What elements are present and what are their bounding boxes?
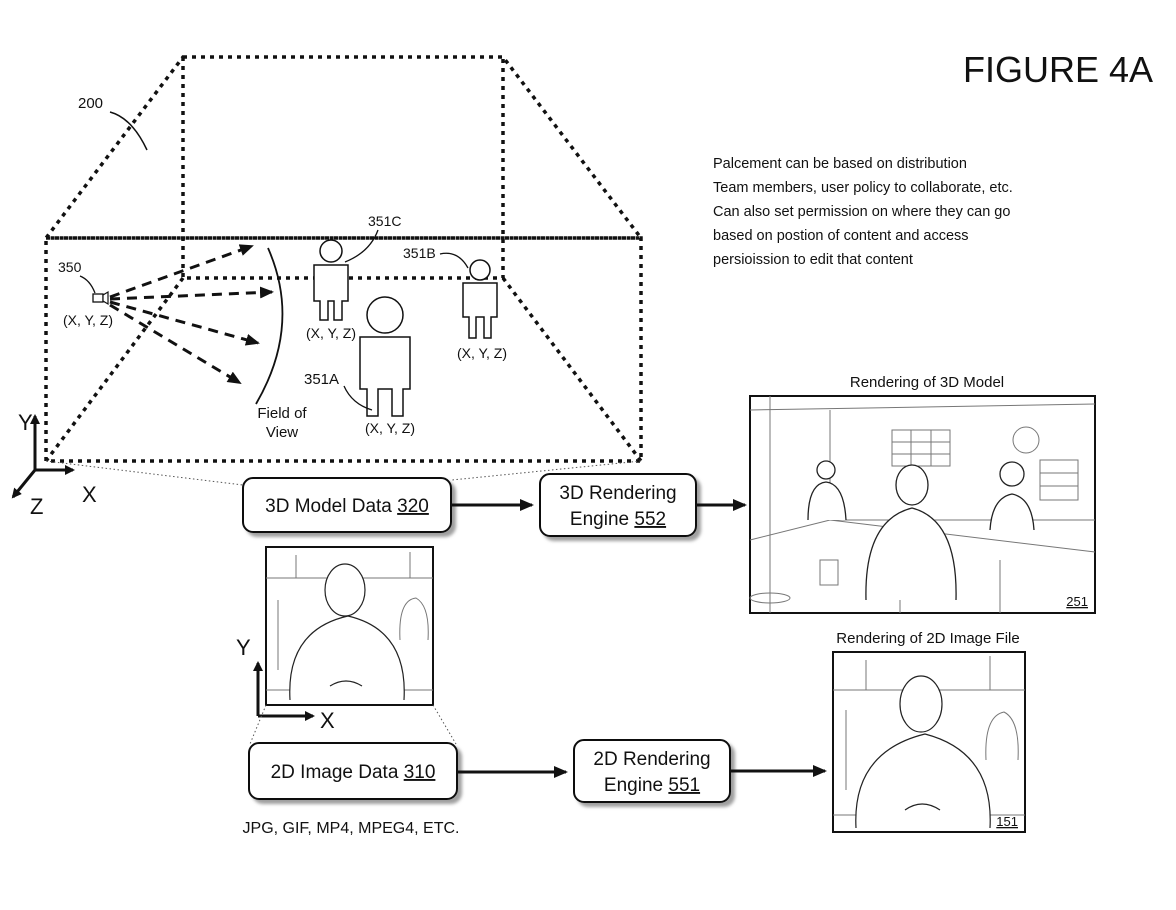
person-351a-leader [343,385,373,411]
render-2d-engine-box: 2D Rendering Engine 551 [573,739,731,803]
person-351a-label: 351A [304,371,339,388]
room-top-face [42,55,645,240]
source-2d-photo [265,546,434,706]
render-3d-line1: 3D Rendering [559,483,676,504]
view-ray-3 [109,300,260,346]
room-floor-edge-right [501,276,643,463]
person-351c-icon [313,239,349,321]
note-line-5: persioission to edit that content [713,252,913,268]
person-351b-icon [462,259,498,339]
room-front-face [44,236,643,463]
note-line-2: Team members, user policy to collaborate… [713,180,1013,196]
view-rays [109,244,274,385]
note-line-1: Palcement can be based on distribution [713,156,967,172]
figure-title: FIGURE 4A [963,49,1153,90]
image-rendering-image: 151 [832,651,1026,833]
person-351c-coords: (X, Y, Z) [306,325,356,341]
axis-3d-z-label: Z [30,494,43,519]
model-rendering-ref: 251 [1066,594,1088,609]
fov-label-line2: View [266,424,298,441]
view-ray-4 [109,303,242,385]
projection-lines-2d [249,704,457,745]
note-line-3: Can also set permission on where they ca… [713,204,1010,220]
person-351a-icon [359,296,411,417]
camera-icon [92,290,109,306]
view-ray-1 [109,244,254,299]
render-3d-line2: Engine 552 [570,509,666,530]
scene-label: 200 [78,95,103,112]
person-351b-label: 351B [403,245,436,261]
axis-3d-x-label: X [82,482,97,507]
camera-leader-line [79,275,96,294]
camera-coords: (X, Y, Z) [63,312,113,328]
scene-leader-line [109,111,148,151]
person-351c-label: 351C [368,213,401,229]
model-data-label: 3D Model Data 320 [265,496,429,517]
image-rendering-title: Rendering of 2D Image File [836,630,1019,647]
camera-label: 350 [58,259,82,275]
supported-formats: JPG, GIF, MP4, MPEG4, ETC. [243,820,460,837]
room-200 [42,55,645,463]
placement-note: Palcement can be based on distribution T… [713,156,1013,268]
person-351b-coords: (X, Y, Z) [457,345,507,361]
model-rendering-image: 251 [749,395,1096,614]
model-data-box: 3D Model Data 320 [242,477,452,533]
axis-3d-z [11,469,37,499]
axes-2d [253,661,315,721]
axis-2d-y-label: Y [236,635,251,660]
render-2d-line2: Engine 551 [604,775,700,796]
image-data-box: 2D Image Data 310 [248,742,458,800]
room-floor-edge-left [44,276,185,463]
axis-2d-x-label: X [320,708,335,733]
axis-3d-y-label: Y [18,410,33,435]
axes-3d [11,414,75,499]
image-data-label: 2D Image Data 310 [271,762,436,783]
view-ray-2 [109,286,274,301]
person-351b-leader [439,252,469,269]
model-rendering-title: Rendering of 3D Model [850,374,1004,391]
person-351a-coords: (X, Y, Z) [365,420,415,436]
note-line-4: based on postion of content and access [713,228,969,244]
person-351c-leader [344,229,379,263]
render-3d-engine-box: 3D Rendering Engine 552 [539,473,697,537]
room-back-wall [181,57,505,280]
field-of-view-arc [255,247,284,405]
image-rendering-ref: 151 [996,814,1018,829]
projection-lines-3d [45,460,642,486]
render-2d-line1: 2D Rendering [593,749,710,770]
fov-label-line1: Field of [257,405,307,422]
